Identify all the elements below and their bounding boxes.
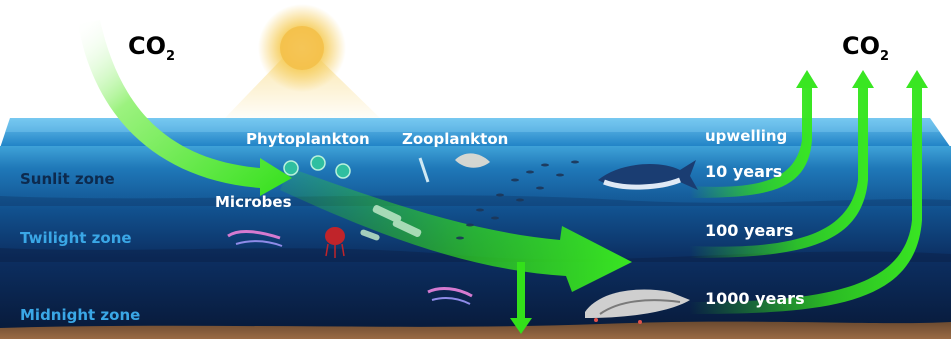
timescale-100: 100 years — [705, 221, 793, 240]
zone-label-twilight: Twilight zone — [20, 229, 132, 247]
zooplankton-label: Zooplankton — [402, 130, 508, 148]
phytoplankton-label: Phytoplankton — [246, 130, 370, 148]
upwelling-label: upwelling — [705, 127, 787, 145]
timescale-10: 10 years — [705, 162, 782, 181]
deep-sinking-arrow — [517, 262, 525, 322]
microbes-label: Microbes — [215, 193, 292, 211]
co2-label-right: CO2 — [842, 32, 889, 64]
zone-label-midnight: Midnight zone — [20, 306, 140, 324]
zone-label-sunlit: Sunlit zone — [20, 170, 115, 188]
timescale-1000: 1000 years — [705, 289, 805, 308]
co2-label-left: CO2 — [128, 32, 175, 64]
